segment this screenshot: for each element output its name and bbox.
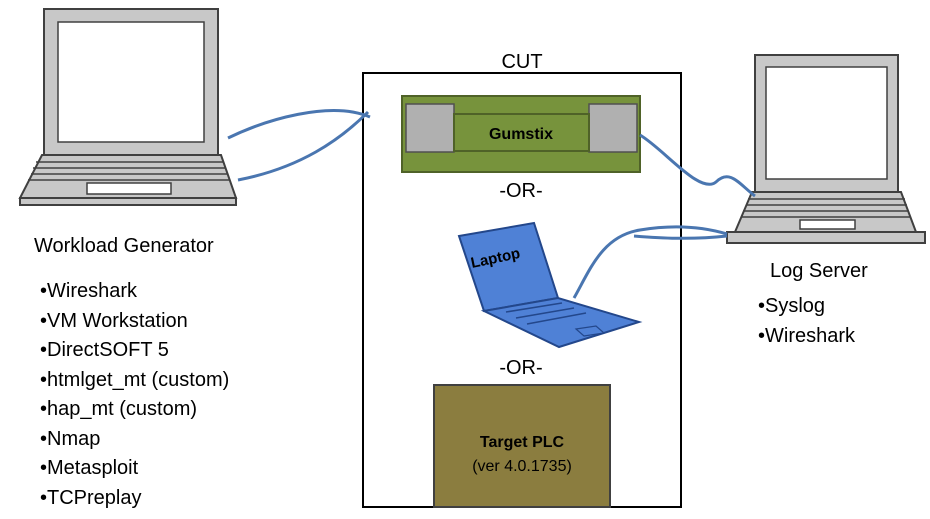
list-item: •TCPreplay [40,486,142,509]
plc-title: Target PLC [480,434,565,451]
log-server-laptop-icon [726,54,926,244]
list-item: •Metasploit [40,457,139,479]
gumstix-label: Gumstix [489,126,553,143]
list-item: •Nmap [40,427,101,450]
list-item: •VM Workstation [40,309,188,332]
workload-generator-laptop-icon [18,8,238,206]
log-server-tool-list: •Syslog •Wireshark [758,292,855,351]
cable-workload-return [237,110,370,182]
list-item: •Syslog [758,295,826,317]
gumstix-board [401,95,641,173]
list-item: •hap_mt (custom) [40,398,198,420]
cable-workload-to-gumstix [227,109,371,140]
cable-gumstix-to-logserver [639,133,756,198]
cut-laptop-icon [457,221,643,349]
or-separator-2: -OR- [499,357,542,379]
cut-title: CUT [501,51,542,73]
or-separator-1: -OR- [499,180,542,202]
plc-version: (ver 4.0.1735) [472,458,572,475]
cable-laptop-logserver-loop [633,234,728,240]
list-item: •htmlget_mt (custom) [40,368,230,391]
list-item: •Wireshark [758,324,856,347]
target-plc-box [433,384,611,508]
log-server-title: Log Server [770,260,868,282]
workload-generator-tool-list: •Wireshark •VM Workstation •DirectSOFT 5… [40,277,229,513]
workload-generator-title: Workload Generator [34,235,214,257]
cable-laptop-to-logserver [572,225,728,299]
list-item: •Wireshark [40,280,138,302]
list-item: •DirectSOFT 5 [40,339,169,361]
